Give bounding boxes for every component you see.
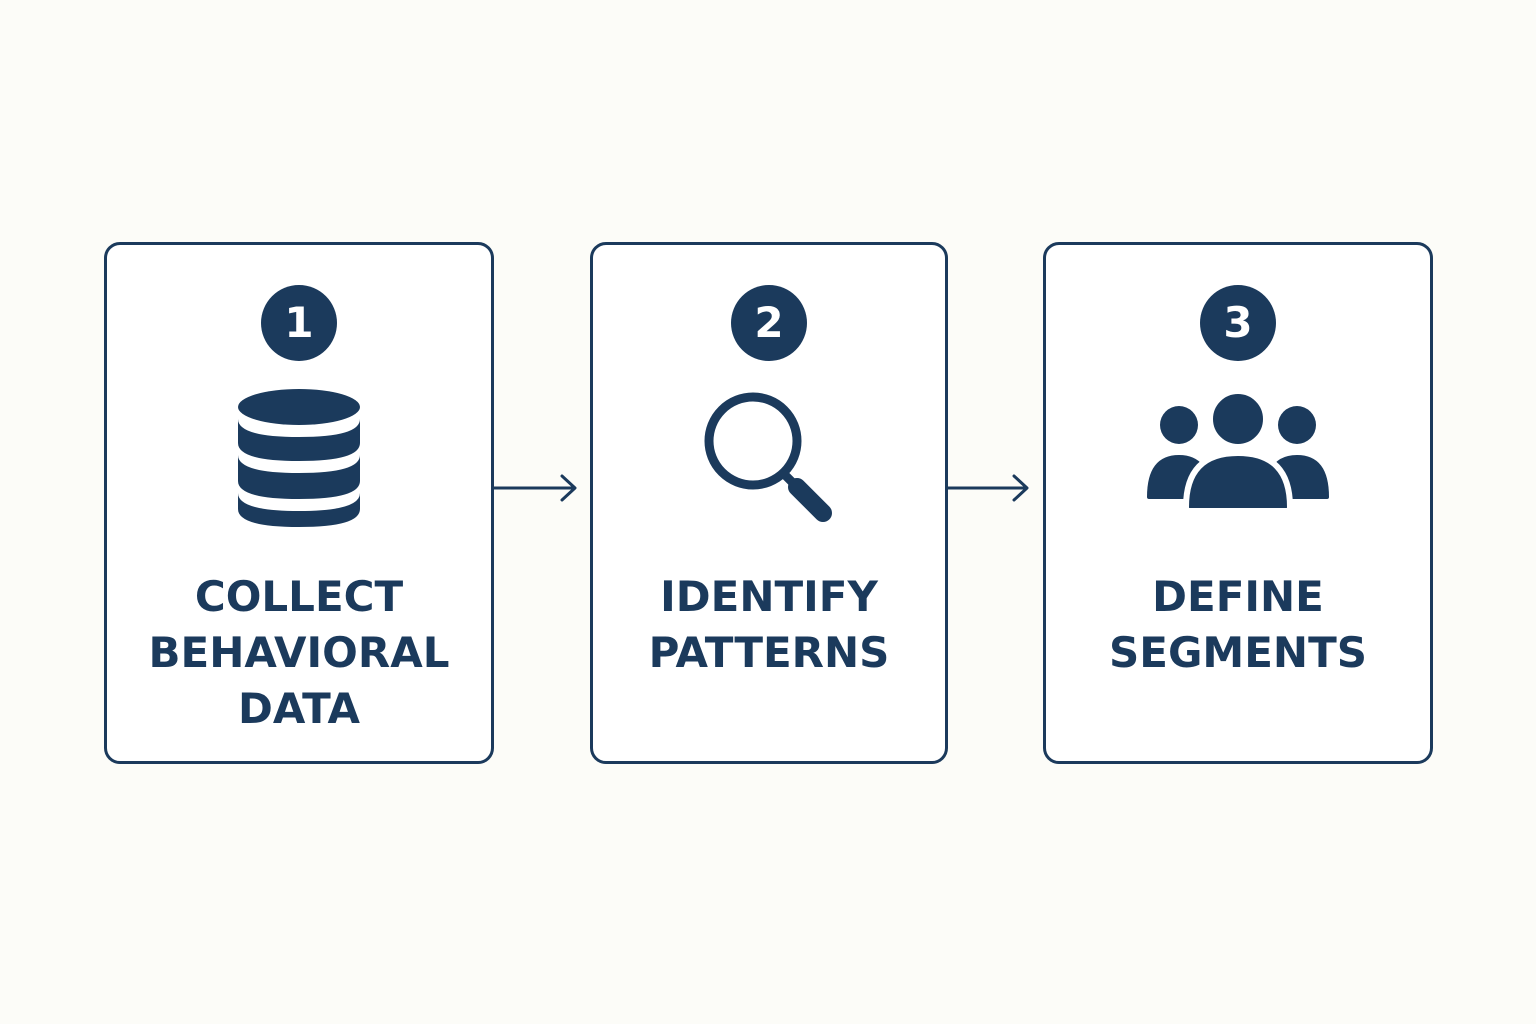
step-number-badge: 3 <box>1200 285 1276 361</box>
step-number-badge: 1 <box>261 285 337 361</box>
step-card-identify: 2 IDENTIFY PATTERNS <box>590 242 948 764</box>
user-group-icon <box>1138 385 1338 535</box>
step-title: COLLECT BEHAVIORAL DATA <box>148 572 450 733</box>
database-icon <box>199 385 399 535</box>
arrow-right-icon <box>948 472 1032 504</box>
step-title: DEFINE SEGMENTS <box>1109 572 1367 677</box>
step-card-define: 3 DEFINE SEGMENTS <box>1043 242 1433 764</box>
magnifying-glass-icon <box>669 385 869 535</box>
step-title: IDENTIFY PATTERNS <box>648 572 890 677</box>
step-number-badge: 2 <box>731 285 807 361</box>
arrow-right-icon <box>494 472 580 504</box>
step-card-collect: 1 COLLECT BEHAVIORAL DATA <box>104 242 494 764</box>
